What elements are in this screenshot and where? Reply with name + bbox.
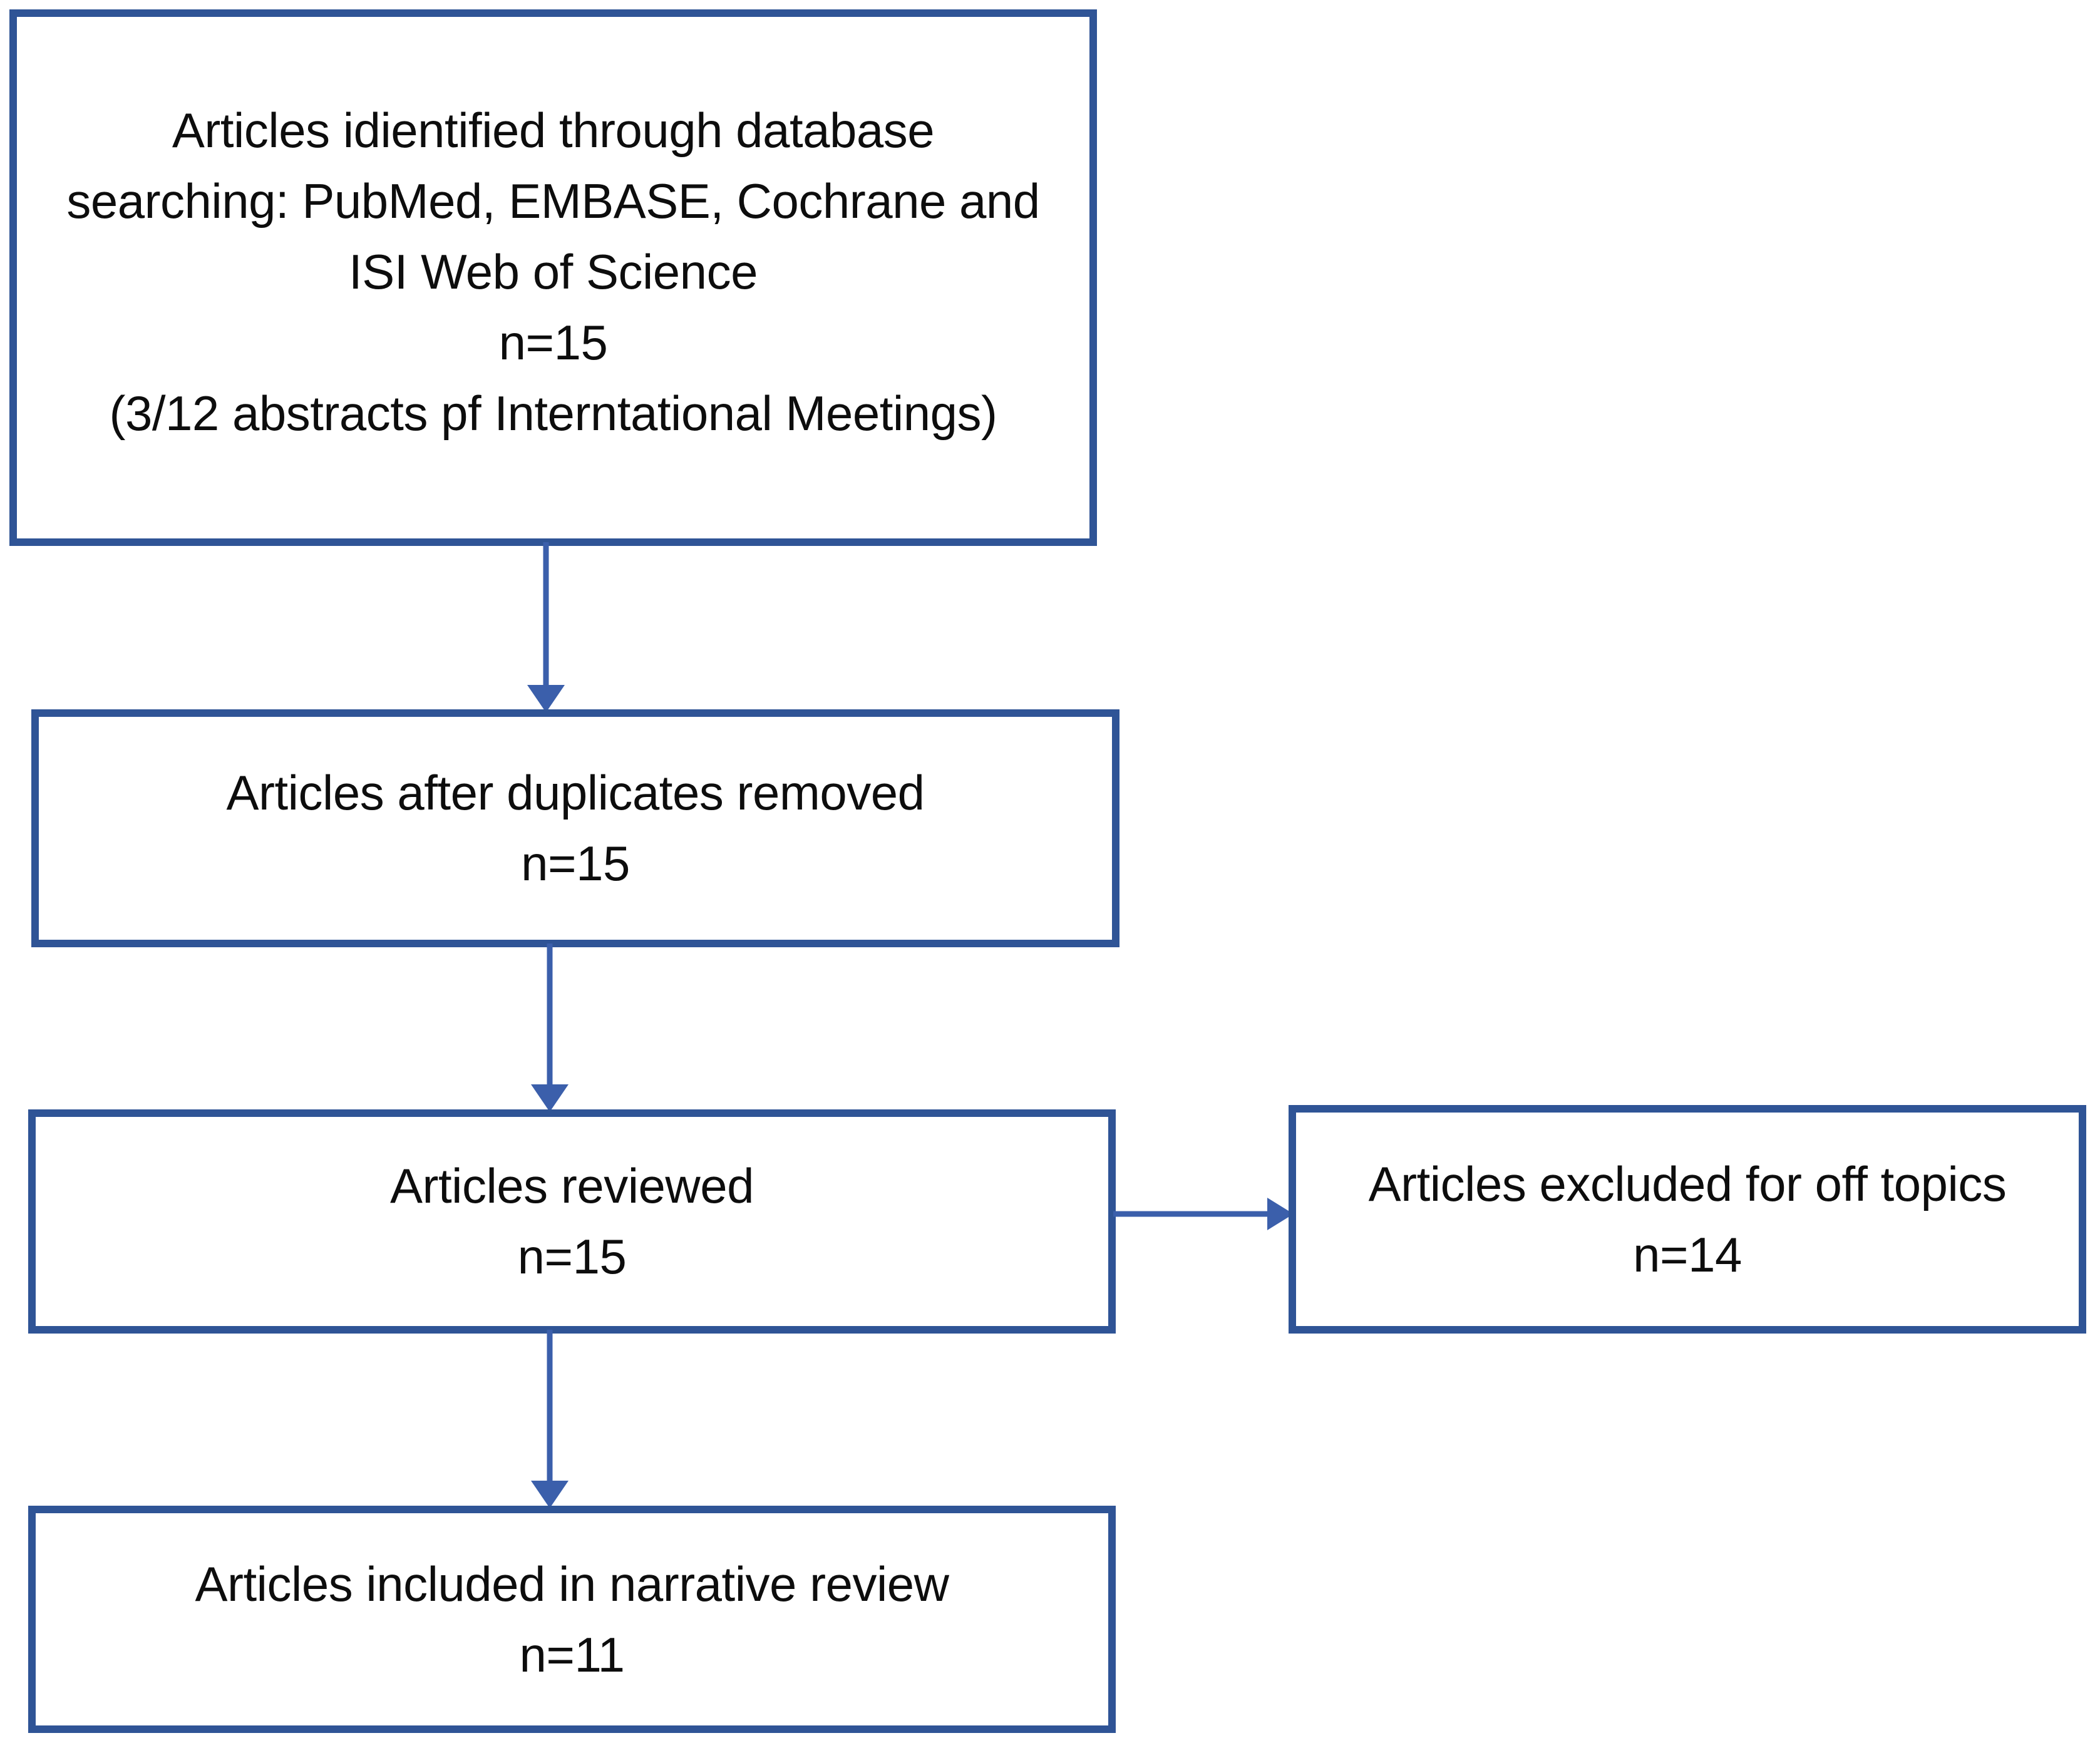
articles-included-box: Articles included in narrative review n=…: [28, 1506, 1116, 1733]
articles-included-label: Articles included in narrative review: [195, 1556, 949, 1612]
arrow-duplicates-to-reviewed: [517, 943, 592, 1114]
articles-excluded-text: Articles excluded for off topics n=14: [1369, 1149, 2007, 1290]
articles-identified-box: Articles idientified through database se…: [9, 9, 1097, 546]
articles-identified-count: n=15: [498, 315, 608, 370]
articles-identified-line-2: searching: PubMed, EMBASE, Cochrane and: [66, 173, 1040, 229]
articles-identified-text: Articles idientified through database se…: [66, 95, 1040, 449]
articles-reviewed-label: Articles reviewed: [389, 1158, 754, 1213]
articles-excluded-box: Articles excluded for off topics n=14: [1289, 1105, 2086, 1334]
articles-reviewed-count: n=15: [517, 1229, 627, 1284]
articles-included-text: Articles included in narrative review n=…: [195, 1549, 949, 1690]
down-arrow-icon: [531, 943, 569, 1112]
arrow-identified-to-duplicates: [513, 542, 589, 714]
arrow-reviewed-to-excluded: [1113, 1186, 1296, 1243]
articles-included-count: n=11: [519, 1627, 625, 1682]
articles-excluded-count: n=14: [1633, 1226, 1742, 1282]
articles-identified-note: (3/12 abstracts pf Interntational Meetin…: [109, 386, 997, 441]
articles-identified-line-1: Articles idientified through database: [172, 103, 935, 158]
articles-after-duplicates-box: Articles after duplicates removed n=15: [31, 709, 1119, 947]
arrow-reviewed-to-included: [517, 1330, 592, 1510]
articles-identified-line-3: ISI Web of Science: [349, 244, 758, 299]
right-arrow-icon: [1113, 1198, 1294, 1230]
articles-reviewed-box: Articles reviewed n=15: [28, 1109, 1116, 1334]
articles-excluded-label: Articles excluded for off topics: [1368, 1156, 2007, 1211]
articles-after-duplicates-label: Articles after duplicates removed: [226, 765, 925, 820]
articles-after-duplicates-text: Articles after duplicates removed n=15: [227, 758, 925, 899]
down-arrow-icon: [531, 1330, 569, 1508]
down-arrow-icon: [527, 542, 565, 712]
articles-after-duplicates-count: n=15: [521, 836, 630, 891]
articles-reviewed-text: Articles reviewed n=15: [390, 1151, 754, 1292]
